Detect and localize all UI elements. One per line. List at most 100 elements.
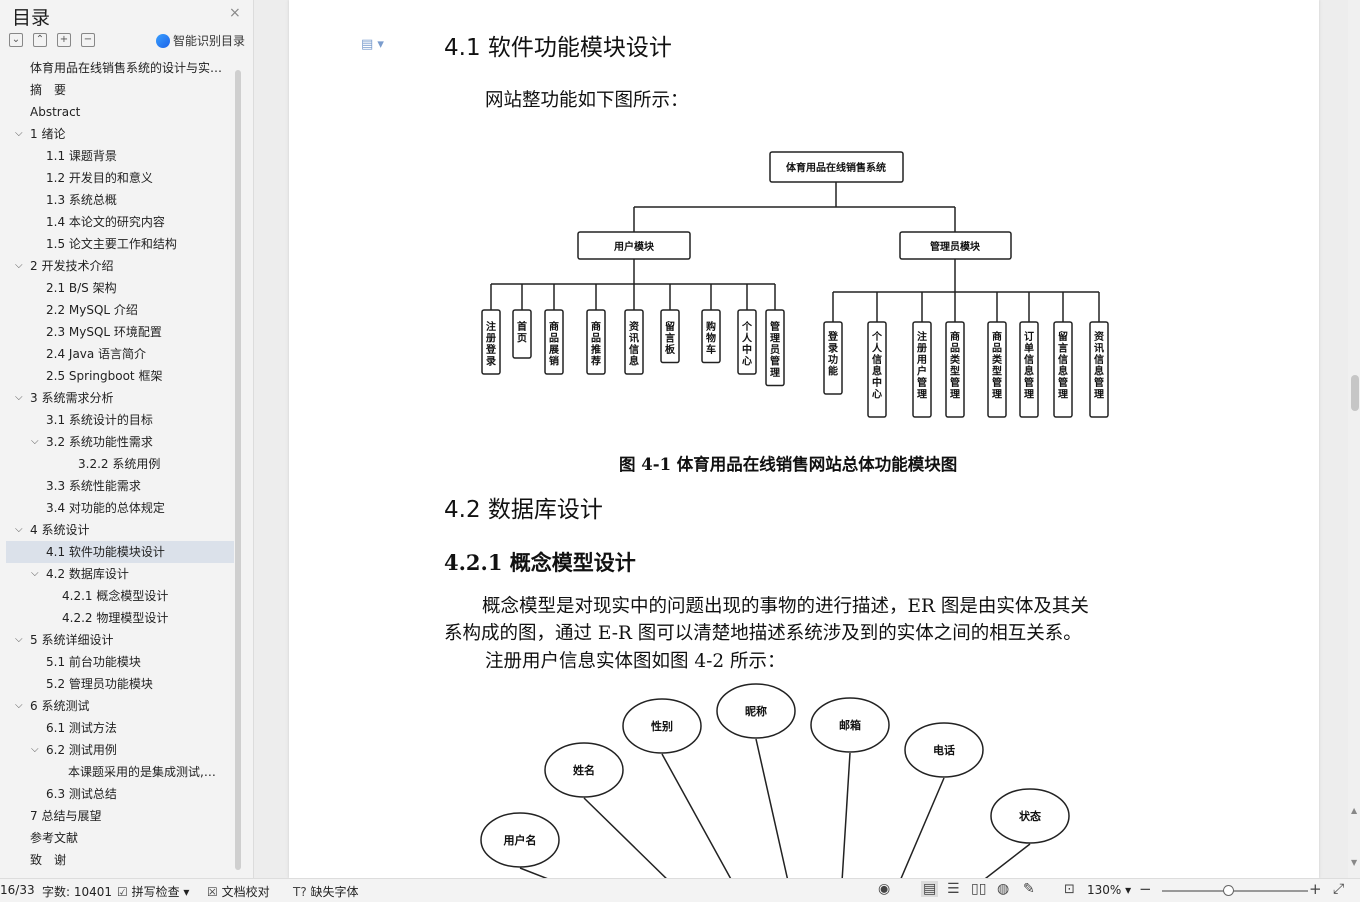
module-leaf-label: 购物车 — [706, 320, 716, 356]
chevron-down-icon[interactable]: ⌵ — [31, 744, 39, 755]
function-module-diagram: 体育用品在线销售系统用户模块管理员模块注册登录首页商品展销商品推荐资讯信息留言板… — [481, 151, 1109, 418]
scroll-up-icon[interactable]: ▲ — [1351, 806, 1358, 815]
toc-item-label: 2.4 Java 语言简介 — [46, 347, 147, 361]
font-icon: T? — [293, 885, 307, 899]
remove-heading-icon[interactable]: − — [81, 33, 95, 47]
annotate-icon[interactable]: ✎ — [1023, 881, 1035, 897]
toc-item[interactable]: ⌵3.2 系统功能性需求 — [6, 431, 234, 453]
toc-item[interactable]: ⌵4 系统设计 — [6, 519, 234, 541]
chevron-down-icon[interactable]: ⌵ — [31, 568, 39, 579]
chevron-down-icon[interactable]: ⌵ — [15, 700, 23, 711]
toc-item[interactable]: 4.2.1 概念模型设计 — [6, 585, 234, 607]
chevron-down-icon[interactable]: ⌵ — [15, 260, 23, 271]
toc-item[interactable]: 体育用品在线销售系统的设计与实… — [6, 57, 234, 79]
smart-toc-button[interactable]: 智能识别目录 — [156, 32, 245, 49]
page-view-icon[interactable]: ▤ — [921, 881, 939, 897]
toc-item-label: 2.5 Springboot 框架 — [46, 369, 163, 383]
toc-item[interactable]: 1.3 系统总概 — [6, 189, 234, 211]
toc-item[interactable]: 3.2.2 系统用例 — [6, 453, 234, 475]
toc-item[interactable]: 2.1 B/S 架构 — [6, 277, 234, 299]
toc-item[interactable]: 2.5 Springboot 框架 — [6, 365, 234, 387]
user-leaf-box — [660, 309, 680, 364]
toc-item[interactable]: 7 总结与展望 — [6, 805, 234, 827]
toc-item[interactable]: 3.1 系统设计的目标 — [6, 409, 234, 431]
toc-item-label: 2.3 MySQL 环境配置 — [46, 325, 162, 339]
eye-protection-icon[interactable]: ◉ — [878, 881, 891, 897]
toc-item[interactable]: ⌵6.2 测试用例 — [6, 739, 234, 761]
toc-item[interactable]: ⌵3 系统需求分析 — [6, 387, 234, 409]
spell-check-button[interactable]: ☑ 拼写检查 ▾ — [117, 885, 190, 899]
zoom-out-icon[interactable]: − — [1139, 880, 1152, 898]
toc-item[interactable]: 3.4 对功能的总体规定 — [6, 497, 234, 519]
toc-item[interactable]: 本课题采用的是集成测试,… — [6, 761, 234, 783]
add-heading-icon[interactable]: + — [57, 33, 71, 47]
module-leaf-label: 首页 — [517, 320, 527, 345]
document-scroll-thumb[interactable] — [1351, 375, 1359, 411]
toc-item[interactable]: 1.5 论文主要工作和结构 — [6, 233, 234, 255]
heading-4-2-1: 4.2.1 概念模型设计 — [444, 550, 636, 575]
toc-item[interactable]: ⌵2 开发技术介绍 — [6, 255, 234, 277]
toc-item[interactable]: 1.1 课题背景 — [6, 145, 234, 167]
expand-up-icon[interactable]: ⌃ — [33, 33, 47, 47]
toc-item[interactable]: 1.4 本论文的研究内容 — [6, 211, 234, 233]
page-indicator[interactable]: 16/33 — [0, 883, 35, 897]
zoom-slider[interactable] — [1162, 890, 1308, 892]
doc-check-button[interactable]: ☒ 文档校对 — [207, 883, 270, 900]
module-leaf-label: 商品推荐 — [590, 320, 601, 368]
toc-item-label: 1.2 开发目的和意义 — [46, 171, 153, 185]
toc-item[interactable]: 参考文献 — [6, 827, 234, 849]
chevron-down-icon[interactable]: ⌵ — [31, 436, 39, 447]
document-page[interactable]: ▤ ▾ 4.1 软件功能模块设计 网站整功能如下图所示： 体育用品在线销售系统用… — [289, 0, 1319, 878]
toc-item[interactable]: 5.2 管理员功能模块 — [6, 673, 234, 695]
word-count[interactable]: 字数: 10401 — [42, 885, 113, 899]
toc-item[interactable]: ⌵4.2 数据库设计 — [6, 563, 234, 585]
toc-item[interactable]: 5.1 前台功能模块 — [6, 651, 234, 673]
fit-page-icon[interactable]: ⊡ — [1064, 882, 1075, 897]
toc-item[interactable]: 致 谢 — [6, 849, 234, 871]
outline-view-icon[interactable]: ☰ — [947, 881, 960, 897]
reading-view-icon[interactable]: ▯▯ — [971, 881, 987, 897]
fullscreen-icon[interactable]: ⤢ — [1333, 881, 1345, 897]
toc-scrollbar[interactable] — [235, 70, 241, 870]
toc-item[interactable]: ⌵1 绪论 — [6, 123, 234, 145]
web-view-icon[interactable]: ◍ — [997, 881, 1010, 897]
module-leaf-label: 订单信息管理 — [1024, 330, 1034, 401]
toc-item[interactable]: 6.3 测试总结 — [6, 783, 234, 805]
toc-item-label: 2.2 MySQL 介绍 — [46, 303, 138, 317]
missing-font-button[interactable]: T? 缺失字体 — [293, 883, 359, 900]
er-attribute-label: 昵称 — [745, 704, 767, 718]
close-icon[interactable]: × — [229, 5, 241, 21]
paragraph-menu-icon[interactable]: ▤ ▾ — [361, 37, 384, 52]
user-leaf-box — [544, 309, 564, 375]
chevron-down-icon[interactable]: ⌵ — [15, 392, 23, 403]
toc-item[interactable]: 摘 要 — [6, 79, 234, 101]
scroll-down-icon[interactable]: ▼ — [1351, 858, 1358, 867]
er-attribute-label: 性别 — [651, 719, 673, 733]
chevron-down-icon[interactable]: ⌵ — [15, 634, 23, 645]
toc-item[interactable]: 4.2.2 物理模型设计 — [6, 607, 234, 629]
toc-item[interactable]: 6.1 测试方法 — [6, 717, 234, 739]
chevron-down-icon[interactable]: ⌵ — [15, 128, 23, 139]
admin-leaf-box — [912, 321, 932, 418]
zoom-in-icon[interactable]: + — [1309, 880, 1322, 898]
admin-leaf-box — [823, 321, 843, 395]
chevron-down-icon[interactable]: ⌵ — [15, 524, 23, 535]
toc-item[interactable]: 2.4 Java 语言简介 — [6, 343, 234, 365]
zoom-slider-handle[interactable] — [1222, 885, 1234, 896]
toc-item[interactable]: Abstract — [6, 101, 234, 123]
admin-leaf-box — [987, 321, 1007, 418]
document-scrollbar[interactable] — [1348, 0, 1360, 878]
er-connector — [984, 843, 1031, 878]
toc-item[interactable]: 2.2 MySQL 介绍 — [6, 299, 234, 321]
toc-item[interactable]: 4.1 软件功能模块设计 — [6, 541, 234, 563]
zoom-dropdown[interactable]: 130% ▾ — [1087, 883, 1132, 897]
toc-item[interactable]: ⌵6 系统测试 — [6, 695, 234, 717]
toc-item[interactable]: ⌵5 系统详细设计 — [6, 629, 234, 651]
toc-item[interactable]: 2.3 MySQL 环境配置 — [6, 321, 234, 343]
toc-item[interactable]: 1.2 开发目的和意义 — [6, 167, 234, 189]
er-connector — [583, 797, 667, 878]
toc-item[interactable]: 3.3 系统性能需求 — [6, 475, 234, 497]
collapse-all-icon[interactable]: ⌄ — [9, 33, 23, 47]
